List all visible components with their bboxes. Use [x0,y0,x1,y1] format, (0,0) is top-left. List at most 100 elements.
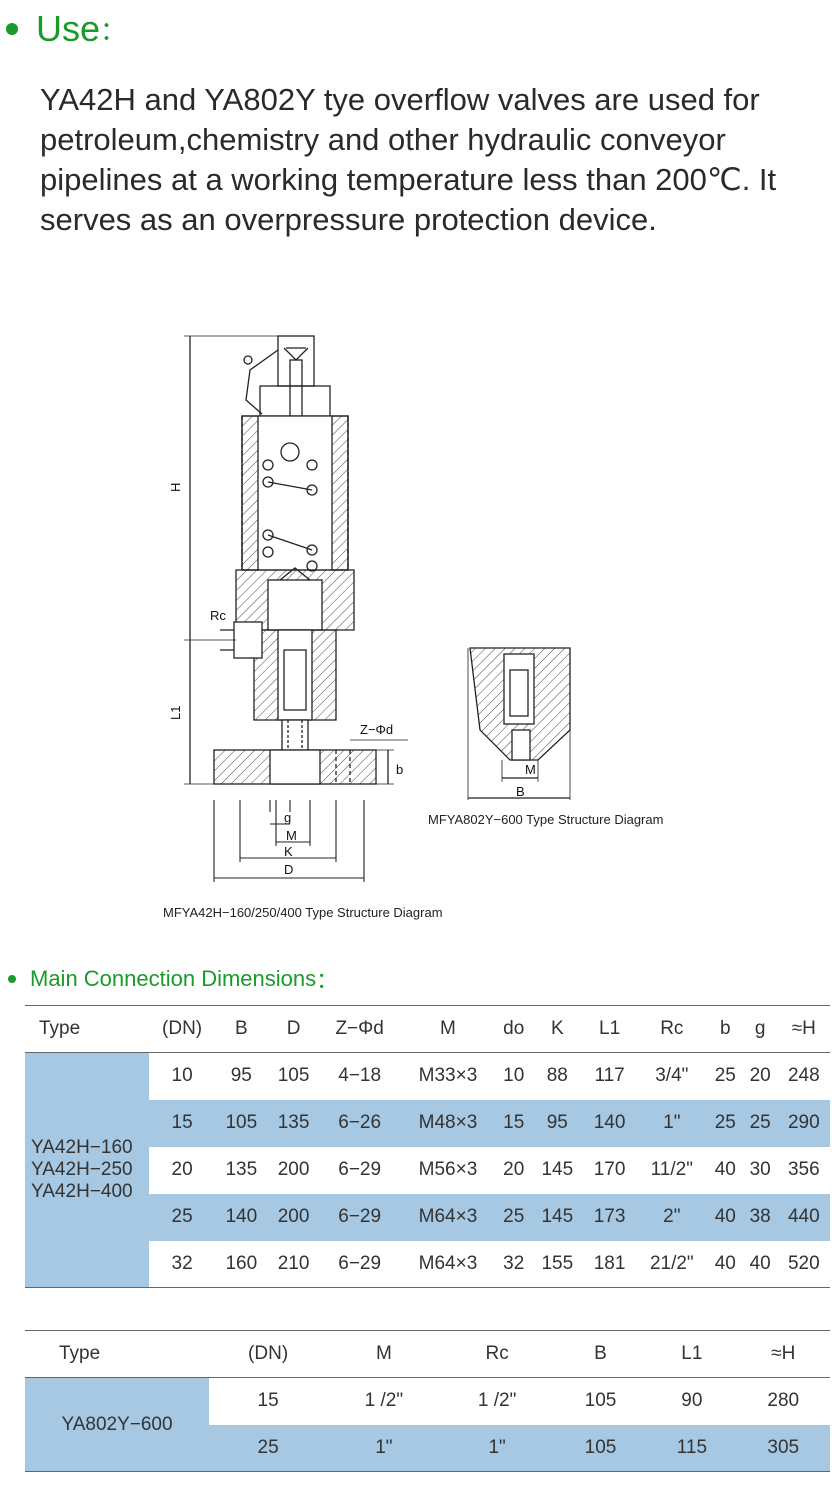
cell: 135 [225,1159,258,1180]
cell: 15 [257,1390,279,1412]
cell: 10 [503,1065,525,1087]
cell: 290 [787,1112,820,1133]
cell: 32 [171,1252,193,1274]
valve-structure-diagram: H Rc L1 Z−Φd b do M B [168,335,571,800]
col-header: Rc [485,1343,509,1364]
cell: 1" [375,1436,393,1458]
cell: 6−26 [338,1112,382,1133]
bullet-icon [8,975,16,983]
cell: 90 [681,1390,703,1412]
cell: M56×3 [418,1159,478,1180]
label-Z-phi-d: Z−Φd [360,722,393,737]
cell: 1 /2" [364,1390,404,1412]
col-header: Type [39,1018,81,1039]
cell: 200 [277,1206,310,1227]
use-heading-text: Use [36,8,101,49]
cell: 160 [225,1252,258,1274]
table-row: 20 135 200 6−29 M56×3 20 145 170 11/2" 4… [25,1147,830,1194]
cell: 117 [594,1065,625,1087]
col-header: D [286,1018,301,1039]
cell: 440 [787,1206,820,1227]
label-b: b [396,762,403,777]
cell: 140 [225,1206,258,1227]
table-header-row: Type (DN) M Rc B L1 ≈H [25,1331,830,1378]
col-header: Rc [660,1018,684,1039]
col-header: ≈H [791,1018,816,1039]
label-L1: L1 [168,706,183,720]
caption-main-diagram: MFYA42H−160/250/400 Type Structure Diagr… [163,905,443,920]
cell: 105 [584,1390,617,1412]
cell: 1" [488,1436,506,1458]
label-Rc: Rc [210,608,226,623]
col-header: g [754,1018,766,1039]
cell: 30 [749,1159,771,1180]
cell: 88 [546,1065,568,1087]
col-header: ≈H [771,1343,796,1364]
cell: 140 [593,1112,626,1133]
label-M-small: M [525,762,536,777]
col-header: b [720,1018,731,1039]
dimensions-heading-text: Main Connection Dimensions [30,966,317,991]
cell: 15 [171,1112,193,1133]
cell: 40 [714,1206,736,1227]
label-D: D [284,862,293,877]
label-g: g [284,810,291,825]
cell: 2" [663,1206,681,1227]
cell: 20 [749,1065,771,1087]
type-line: YA42H−400 [31,1181,133,1202]
cell: 11/2" [650,1159,693,1180]
cell: 38 [749,1206,771,1227]
cell: M48×3 [418,1112,478,1133]
use-heading: Use ： [6,8,126,50]
cell: 200 [277,1159,310,1180]
cell: 15 [503,1112,525,1133]
cell: 4−18 [338,1065,382,1087]
use-paragraph: YA42H and YA802Y tye overflow valves are… [40,82,777,237]
type-cell: YA802Y−600 [25,1377,209,1472]
cell: 280 [767,1390,800,1412]
label-B-small: B [516,784,525,799]
cell: 25 [503,1206,525,1227]
cell: 115 [676,1436,708,1458]
cell: 210 [277,1252,310,1274]
cell: 105 [584,1436,617,1458]
cell: 40 [749,1252,771,1274]
col-header: Type [59,1343,101,1364]
cell: 248 [787,1065,820,1087]
type-line: YA42H−250 [31,1159,133,1180]
cell: 40 [714,1159,736,1180]
cell: 155 [541,1252,574,1274]
cell: 6−29 [338,1159,382,1180]
bullet-icon [6,23,18,35]
dimensions-heading: Main Connection Dimensions ： [8,963,338,995]
cell: M64×3 [418,1252,478,1274]
cell: 25 [714,1065,736,1087]
col-header: B [594,1343,607,1364]
label-H: H [168,483,183,492]
caption-small-diagram: MFYA802Y−600 Type Structure Diagram [428,812,664,827]
cell: 356 [787,1159,820,1180]
valve-bottom-dimensions: g M K D [213,800,365,882]
cell: 25 [749,1112,771,1133]
cell: 173 [593,1206,626,1227]
cell: M64×3 [418,1206,478,1227]
col-header: L1 [599,1018,621,1039]
cell: 95 [230,1065,252,1087]
cell: 170 [593,1159,626,1180]
cell: 6−29 [338,1206,382,1227]
label-M: M [286,828,297,843]
col-header: L1 [681,1343,703,1364]
cell: 520 [787,1252,820,1274]
table-row: YA802Y−600 15 1 /2" 1 /2" 105 90 280 [25,1377,830,1472]
cell: 20 [503,1159,525,1180]
cell: 21/2" [649,1252,694,1274]
cell: M33×3 [418,1065,478,1087]
label-K: K [284,844,293,859]
table-row: 25 140 200 6−29 M64×3 25 145 173 2" 40 3… [25,1193,830,1241]
cell: 105 [277,1065,310,1087]
cell: 95 [546,1112,568,1133]
cell: 32 [503,1252,525,1274]
cell: 1" [663,1112,681,1133]
type-line: YA42H−160 [31,1137,133,1158]
cell: 20 [171,1159,193,1180]
